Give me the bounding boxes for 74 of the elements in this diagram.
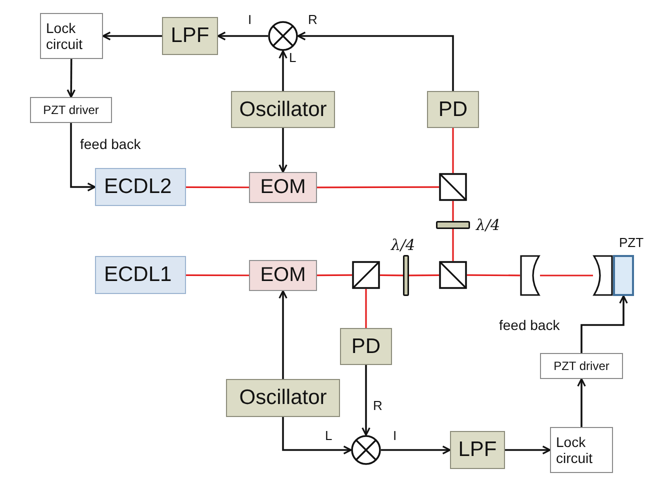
driver-block (30, 97, 112, 123)
oscillator-block (226, 379, 340, 417)
signal-arrow (278, 290, 288, 379)
laser-beam (186, 186, 249, 188)
edge-label: feed back (499, 317, 560, 333)
cavity-mirror (520, 255, 540, 296)
block-label: PD (438, 98, 468, 122)
waveplate-label: λ/4 (391, 236, 416, 254)
block-label: PZT (619, 235, 644, 250)
signal-arrow (70, 123, 96, 192)
laser-block (95, 256, 186, 294)
filter-block (162, 17, 218, 55)
circuit-block (40, 13, 103, 59)
signal-arrow (577, 378, 586, 427)
signal-arrow (102, 32, 162, 40)
block-label: LPF (458, 438, 497, 462)
laser-beam (452, 201, 454, 221)
port-label: I (393, 428, 397, 443)
port-label: L (325, 428, 332, 443)
laser-beam (452, 229, 454, 261)
photodetector-block (427, 91, 479, 128)
laser-beam (467, 274, 520, 276)
block-label: PD (351, 334, 381, 358)
laser-beam (452, 128, 454, 173)
mixer-symbol (268, 21, 298, 51)
edge-label: feed back (80, 136, 141, 152)
photodetector-block (340, 328, 392, 365)
driver-block (540, 353, 623, 379)
cavity-mirror (593, 255, 613, 296)
block-label: ECDL1 (104, 263, 172, 287)
signal-arrow (278, 50, 288, 91)
waveplate (436, 221, 470, 229)
laser-block (95, 168, 186, 206)
laser-beam (380, 274, 404, 276)
block-label: EOM (260, 176, 306, 199)
signal-arrow (381, 446, 451, 454)
block-label: Lock circuit (46, 20, 84, 52)
signal-arrow (282, 417, 352, 454)
signal-arrow (66, 59, 76, 98)
signal-arrow (217, 32, 268, 40)
block-label: LPF (170, 24, 210, 48)
block-label: Oscillator (239, 386, 327, 410)
modulator-block (249, 172, 317, 203)
block-label: ECDL2 (104, 175, 172, 199)
block-label: Oscillator (239, 98, 327, 122)
port-label: L (289, 50, 296, 65)
port-label: I (248, 12, 252, 27)
port-label: R (308, 12, 318, 27)
laser-beam (317, 186, 439, 188)
circuit-block (550, 427, 613, 473)
beam-splitter-cube (352, 261, 380, 289)
block-label: PZT driver (554, 359, 610, 373)
mixer-symbol (351, 435, 381, 465)
laser-beam (540, 274, 593, 276)
laser-beam (365, 289, 367, 328)
signal-arrow (362, 365, 370, 436)
block-label: Lock circuit (556, 434, 594, 466)
signal-arrow (278, 128, 288, 173)
waveplate (403, 255, 409, 296)
beam-splitter-cube (439, 261, 467, 289)
block-label: PZT driver (43, 103, 99, 117)
oscillator-block (231, 91, 335, 128)
signal-arrow (297, 32, 454, 91)
signal-arrow (505, 446, 551, 454)
waveplate-label: λ/4 (476, 216, 500, 234)
modulator-block (249, 260, 317, 291)
beam-splitter-cube (439, 173, 467, 201)
signal-arrow (580, 295, 628, 353)
port-label: R (373, 398, 382, 413)
laser-beam (409, 274, 439, 276)
laser-beam (317, 274, 352, 276)
laser-beam (186, 274, 249, 276)
filter-block (450, 431, 505, 469)
block-label: EOM (260, 264, 306, 287)
